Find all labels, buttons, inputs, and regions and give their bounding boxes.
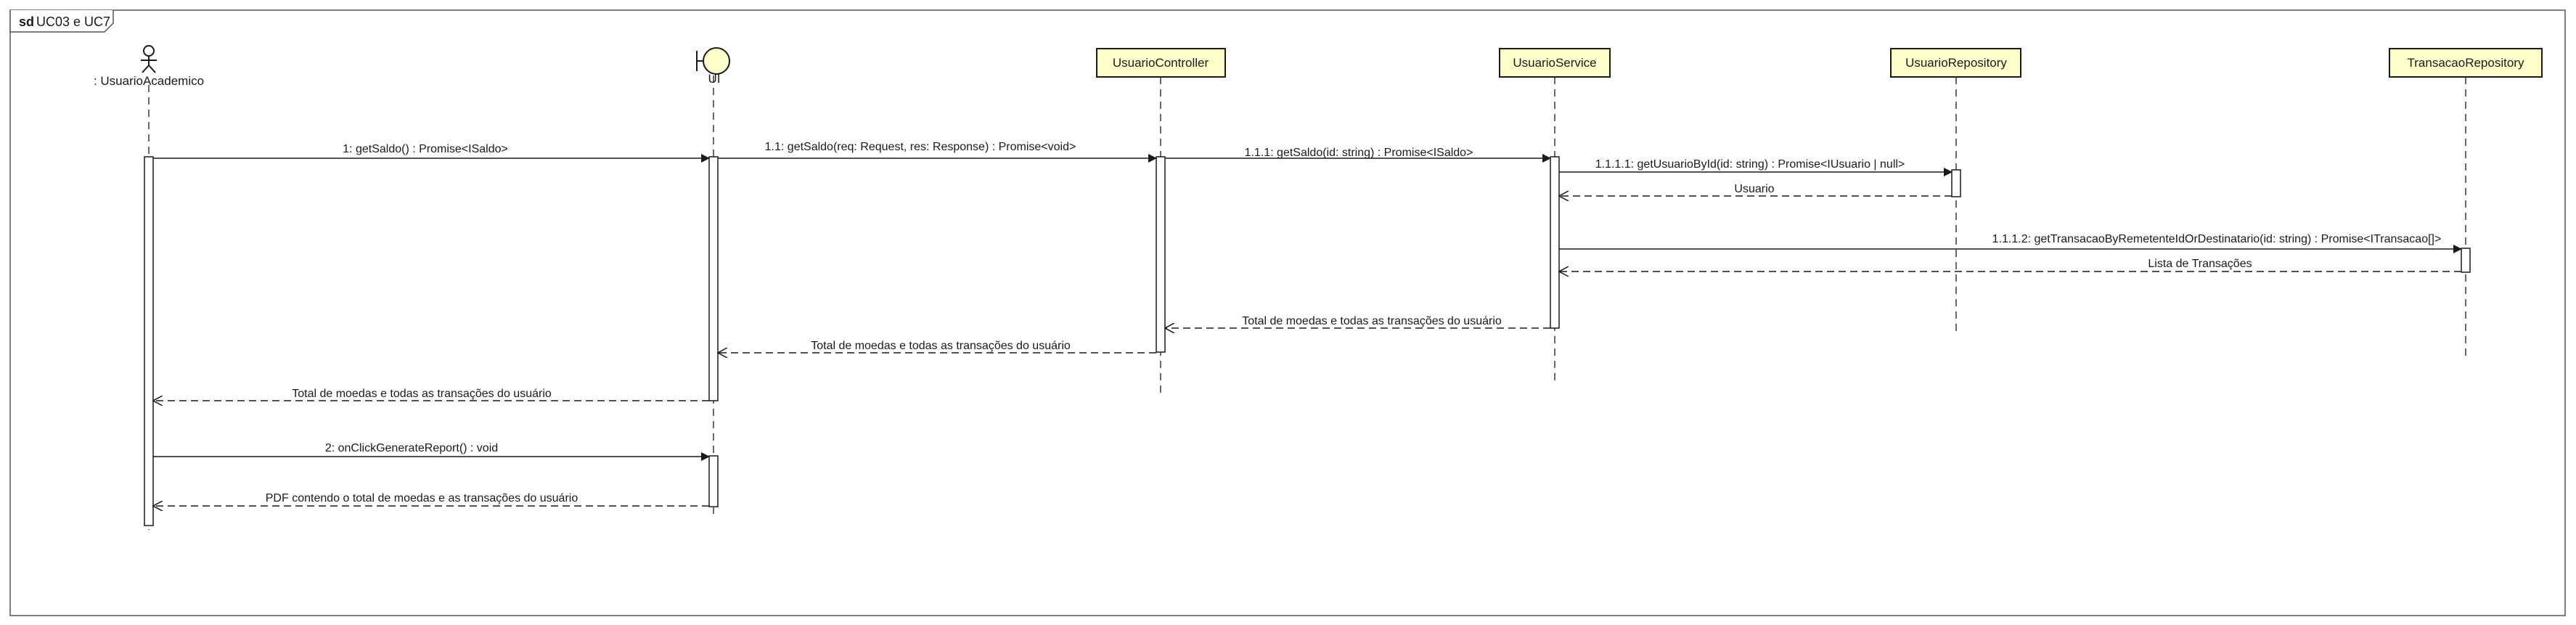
activation-ui-1	[708, 156, 719, 401]
diagram-frame	[9, 9, 2566, 616]
activation-txrepo	[2461, 248, 2471, 273]
participant-label: UsuarioService	[1513, 56, 1596, 70]
participant-usuario-controller: UsuarioController	[1096, 48, 1226, 78]
boundary-ui-icon	[696, 47, 730, 75]
message-label: 1.1.1: getSaldo(id: string) : Promise<IS…	[1245, 147, 1473, 159]
activation-actor	[144, 156, 154, 526]
participant-box	[1096, 48, 1226, 78]
participant-box	[1890, 48, 2021, 78]
actor-head	[143, 45, 155, 57]
activation-controller	[1156, 156, 1166, 353]
participant-box	[1499, 48, 1611, 78]
activation-service	[1550, 156, 1560, 329]
lifeline-label-actor: : UsuarioAcademico	[94, 74, 204, 88]
boundary-circle	[703, 47, 730, 75]
message-label: Total de moedas e todas as transações do…	[811, 340, 1071, 352]
frame-label-tab	[9, 10, 114, 33]
message-label: 1.1.1.1: getUsuarioById(id: string) : Pr…	[1595, 158, 1905, 171]
frame-keyword: sd	[19, 15, 34, 29]
actor-left-leg	[142, 65, 150, 73]
participant-label: UsuarioRepository	[1905, 56, 2007, 70]
activation-userrepo	[1951, 169, 1961, 197]
message-labels: 1: getSaldo() : Promise<ISaldo> 1.1: get…	[266, 141, 2442, 505]
actor-right-leg	[148, 65, 156, 73]
message-label: Total de moedas e todas as transações do…	[292, 388, 552, 400]
participant-label: UsuarioController	[1113, 56, 1209, 70]
message-label: 2: onClickGenerateReport() : void	[325, 442, 498, 454]
messages	[153, 154, 2462, 506]
participant-usuario-repository: UsuarioRepository	[1890, 48, 2021, 78]
activations	[144, 156, 2471, 526]
participant-usuario-service: UsuarioService	[1499, 48, 1611, 78]
message-label: 1: getSaldo() : Promise<ISaldo>	[343, 143, 508, 155]
message-label: 1.1.1.2: getTransacaoByRemetenteIdOrDest…	[1992, 233, 2442, 245]
lifeline-label-ui: UI	[708, 72, 721, 86]
message-label: PDF contendo o total de moedas e as tran…	[266, 492, 578, 505]
actor-usuario-academico	[141, 45, 157, 73]
participant-label: TransacaoRepository	[2408, 56, 2524, 70]
message-label: 1.1: getSaldo(req: Request, res: Respons…	[765, 141, 1076, 153]
message-label: Total de moedas e todas as transações do…	[1242, 315, 1502, 327]
activation-ui-2	[708, 455, 719, 507]
frame-title: UC03 e UC7	[36, 15, 110, 29]
participant-box	[2389, 48, 2543, 78]
participant-transacao-repository: TransacaoRepository	[2389, 48, 2543, 78]
message-label: Lista de Transações	[2148, 258, 2252, 270]
message-label: Usuario	[1734, 183, 1774, 195]
